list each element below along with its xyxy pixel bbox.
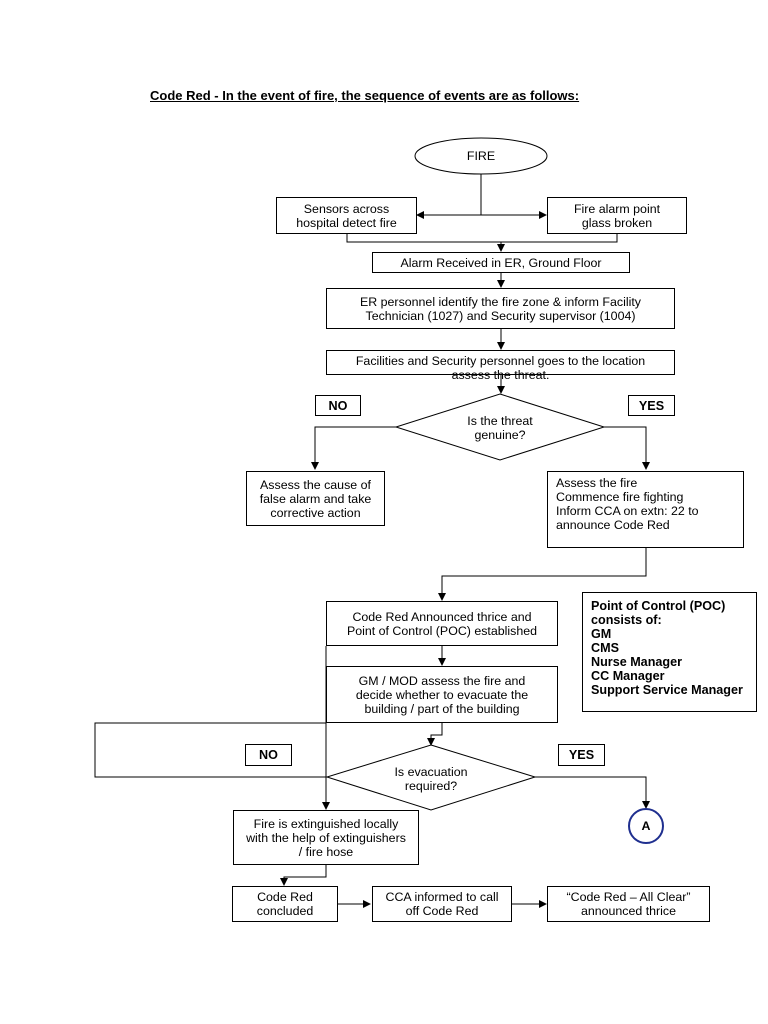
poc-member-cms: CMS <box>591 641 619 655</box>
no-loop-line <box>94 722 327 778</box>
code-red-concluded-box: Code Red concluded <box>232 886 338 922</box>
evacuation-decision-label: Is evacuation required? <box>394 765 468 793</box>
cca-informed-box: CCA informed to call off Code Red <box>372 886 512 922</box>
er-personnel-box: ER personnel identify the fire zone & in… <box>326 288 675 329</box>
facilities-security-box: Facilities and Security personnel goes t… <box>326 350 675 382</box>
threat-decision-diamond <box>394 393 606 461</box>
poc-heading: Point of Control (POC) consists of: <box>591 599 726 627</box>
poc-member-support-service-manager: Support Service Manager <box>591 683 743 697</box>
assess-fire-box: Assess the fire Commence fire fighting I… <box>547 471 744 548</box>
arrow-to-evacuation-decision <box>427 723 443 746</box>
connector-a-circle <box>628 808 664 844</box>
arrow-to-false-alarm <box>311 426 396 470</box>
no-label-threat: NO <box>315 395 361 416</box>
poc-members-box: Point of Control (POC) consists of: GM C… <box>582 592 757 712</box>
page-title: Code Red - In the event of fire, the seq… <box>150 88 580 103</box>
alarm-received-box: Alarm Received in ER, Ground Floor <box>372 252 630 273</box>
poc-member-cc-manager: CC Manager <box>591 669 665 683</box>
yes-label-evacuation: YES <box>558 744 605 766</box>
connector-a-label: A <box>641 819 651 833</box>
code-red-announced-box: Code Red Announced thrice and Point of C… <box>326 601 558 646</box>
arrow-to-connector-a <box>535 776 650 809</box>
gm-mod-assess-box: GM / MOD assess the fire and decide whet… <box>326 666 558 723</box>
false-alarm-box: Assess the cause of false alarm and take… <box>246 471 385 526</box>
sensors-detect-fire-box: Sensors across hospital detect fire <box>276 197 417 234</box>
threat-decision-label: Is the threat genuine? <box>467 414 533 442</box>
poc-member-gm: GM <box>591 627 612 641</box>
no-label-evacuation: NO <box>245 744 292 766</box>
poc-member-nurse-manager: Nurse Manager <box>591 655 682 669</box>
fire-alarm-point-box: Fire alarm point glass broken <box>547 197 687 234</box>
evacuation-decision-diamond <box>325 744 537 811</box>
all-clear-box: “Code Red – All Clear” announced thrice <box>547 886 710 922</box>
arrow-to-assess-fire <box>604 426 650 470</box>
extinguished-locally-box: Fire is extinguished locally with the he… <box>233 810 419 865</box>
arrow-to-code-red-concluded <box>280 865 327 886</box>
yes-label-threat: YES <box>628 395 675 416</box>
arrow-to-code-red-announced <box>438 548 647 601</box>
fire-node-label: FIRE <box>466 149 496 163</box>
